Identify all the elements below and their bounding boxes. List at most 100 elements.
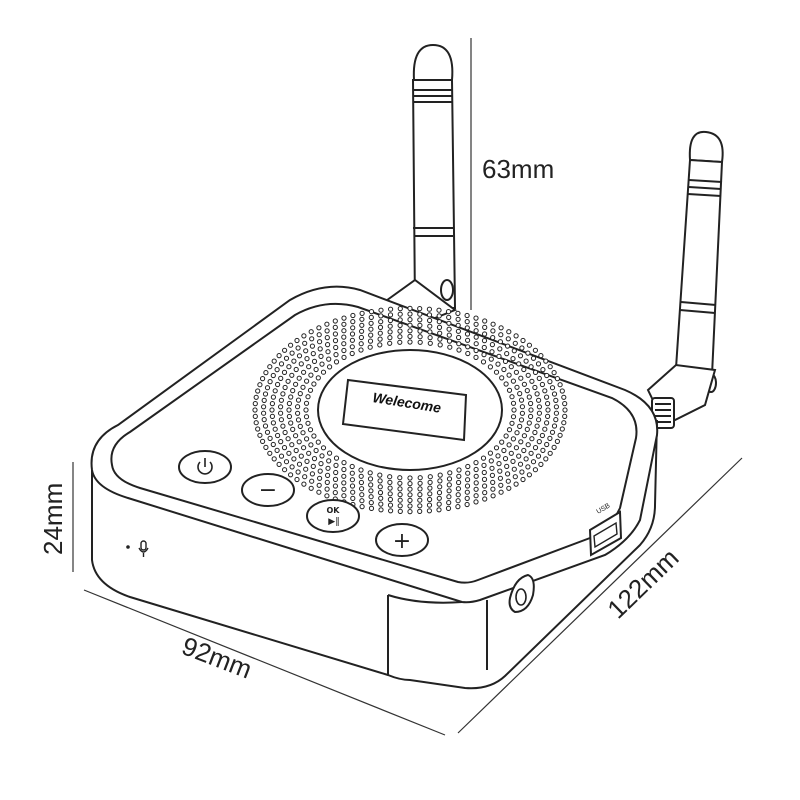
grille-hole xyxy=(282,347,288,353)
grille-hole xyxy=(436,495,442,501)
grille-hole xyxy=(358,347,364,353)
grille-hole xyxy=(275,432,281,439)
grille-hole xyxy=(359,492,365,498)
grille-hole xyxy=(490,328,496,334)
grille-hole xyxy=(388,508,394,514)
grille-hole xyxy=(302,474,308,480)
grille-hole xyxy=(309,478,315,484)
grille-hole xyxy=(455,322,461,328)
grille-hole xyxy=(446,476,453,482)
grille-hole xyxy=(446,482,452,488)
grille-hole xyxy=(446,326,452,332)
usb-port[interactable]: USB xyxy=(588,502,623,557)
right-antenna xyxy=(646,130,724,429)
grille-hole xyxy=(308,442,314,448)
grille-hole xyxy=(516,361,522,367)
grille-hole xyxy=(387,340,393,346)
grille-hole xyxy=(324,493,330,499)
grille-hole xyxy=(303,400,310,406)
side-power-switch[interactable] xyxy=(508,573,535,614)
grille-hole xyxy=(464,331,471,337)
grille-hole xyxy=(296,375,302,381)
grille-hole xyxy=(349,477,355,483)
grille-hole xyxy=(517,353,524,359)
power-button[interactable] xyxy=(178,450,232,484)
grille-hole xyxy=(252,401,258,407)
grille-hole xyxy=(261,417,267,423)
grille-hole xyxy=(310,351,316,357)
grille-hole xyxy=(358,334,364,341)
grille-hole xyxy=(540,447,546,453)
volume-down-button[interactable]: − xyxy=(241,473,295,507)
grille-hole xyxy=(350,319,356,325)
grille-hole xyxy=(509,394,515,400)
grille-hole xyxy=(525,442,531,448)
grille-hole xyxy=(464,495,470,501)
grille-hole xyxy=(417,311,423,317)
grille-hole xyxy=(289,350,295,356)
grille-hole xyxy=(368,314,374,320)
grille-hole xyxy=(397,475,403,481)
grille-hole xyxy=(285,378,291,384)
grille-hole xyxy=(295,397,302,403)
grille-hole xyxy=(536,397,542,403)
grille-hole xyxy=(317,468,323,474)
grille-hole xyxy=(545,413,551,419)
grille-hole xyxy=(341,347,347,354)
grille-hole xyxy=(252,413,258,419)
grille-hole xyxy=(293,433,299,439)
grille-hole xyxy=(255,388,261,394)
grille-hole xyxy=(332,324,338,330)
grille-hole xyxy=(553,397,559,403)
grille-hole xyxy=(557,382,563,388)
grille-hole xyxy=(341,341,347,347)
ok-play-pause-button[interactable]: OK ▶‖ xyxy=(306,499,360,533)
grille-hole xyxy=(367,344,373,350)
grille-hole xyxy=(509,420,515,426)
grille-hole xyxy=(263,444,269,450)
grille-hole xyxy=(482,483,488,489)
grille-hole xyxy=(301,369,307,375)
grille-hole xyxy=(521,447,527,454)
grille-hole xyxy=(506,372,512,378)
grille-hole xyxy=(397,311,403,317)
grille-hole xyxy=(283,355,290,361)
grille-hole xyxy=(544,394,550,400)
volume-up-button[interactable]: + xyxy=(375,523,429,557)
grille-hole xyxy=(378,507,384,513)
grille-hole xyxy=(324,479,330,485)
grille-hole xyxy=(437,478,443,484)
grille-hole xyxy=(543,456,549,462)
grille-hole xyxy=(490,479,496,485)
grille-hole xyxy=(359,504,365,510)
grille-hole xyxy=(437,330,443,336)
grille-hole xyxy=(426,502,433,508)
grille-hole xyxy=(290,426,296,432)
grille-hole xyxy=(455,486,461,492)
grille-hole xyxy=(490,321,496,327)
grille-hole xyxy=(513,333,519,339)
grille-hole xyxy=(296,439,302,445)
grille-hole xyxy=(387,502,394,508)
grille-hole xyxy=(359,486,365,492)
grille-hole xyxy=(488,356,494,362)
grille-hole xyxy=(518,397,525,403)
grille-hole xyxy=(514,430,520,436)
grille-hole xyxy=(551,391,558,397)
grille-hole xyxy=(497,346,503,352)
grille-hole xyxy=(480,359,487,365)
grille-hole xyxy=(350,495,356,501)
grille-hole xyxy=(325,465,331,471)
grille-hole xyxy=(291,358,297,364)
grille-hole xyxy=(534,423,540,429)
grille-hole xyxy=(349,337,355,343)
grille-hole xyxy=(456,334,462,341)
grille-hole xyxy=(341,473,347,479)
grille-hole xyxy=(516,453,522,459)
grille-hole xyxy=(294,476,300,483)
grille-hole xyxy=(289,442,295,448)
grille-hole xyxy=(506,485,512,491)
grille-hole xyxy=(538,353,544,359)
grille-hole xyxy=(267,450,273,456)
grille-hole xyxy=(358,479,364,486)
